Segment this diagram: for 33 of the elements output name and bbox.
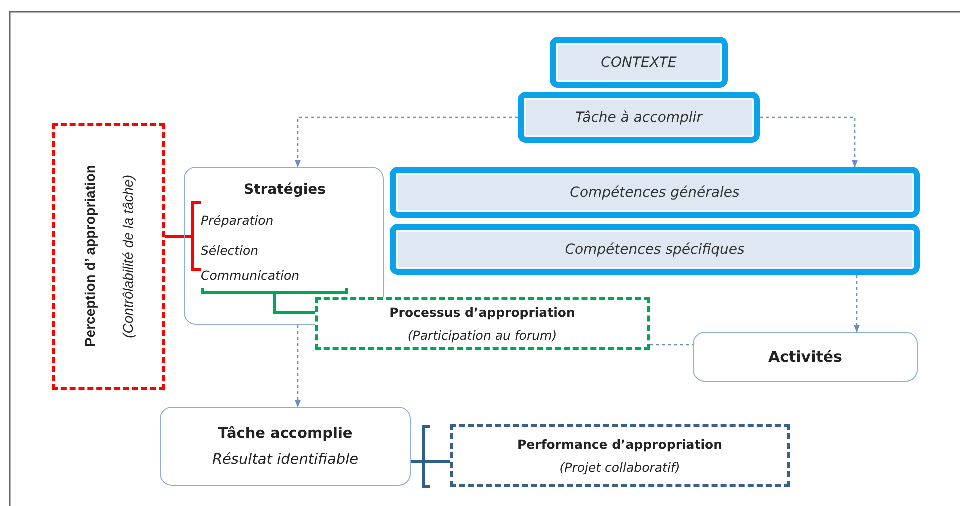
heading: Stratégies	[243, 182, 327, 198]
list-item: Communication	[201, 268, 300, 283]
note: (Participation au forum)	[408, 328, 558, 342]
box-label: CONTEXTE	[601, 54, 677, 70]
heading: Activités	[768, 348, 842, 366]
connector-line	[411, 460, 450, 464]
competence-bar	[390, 224, 920, 275]
dashed-frame	[450, 424, 790, 487]
heading: Tâche accomplie	[218, 426, 353, 442]
box-label: Tâche à accomplir	[576, 110, 702, 126]
heading: Performance d’appropriation	[518, 436, 722, 452]
competence-bar	[390, 167, 920, 218]
process-box	[160, 407, 411, 486]
dashed-frame	[315, 297, 650, 350]
context-box	[550, 37, 728, 88]
dotted-arrow	[854, 275, 860, 333]
dotted-arrow	[294, 116, 518, 168]
connector-line	[274, 293, 315, 314]
dotted-arrow	[760, 116, 858, 168]
note: (Projet collaboratif)	[560, 460, 680, 474]
connector-line	[165, 236, 184, 238]
dashed-frame	[52, 123, 165, 390]
process-box	[693, 332, 918, 382]
task-box	[518, 92, 760, 143]
note: Résultat identifiable	[212, 452, 359, 468]
heading: Perception d’ appropriation	[82, 165, 98, 348]
list-item: Sélection	[201, 243, 259, 258]
note: (Contrôlabilité de la tâche)	[120, 174, 136, 338]
box-label: Compétences spécifiques	[565, 242, 745, 258]
dotted-arrow	[294, 325, 302, 408]
box-label: Compétences générales	[570, 184, 740, 200]
heading: Processus d’appropriation	[390, 304, 576, 320]
list-item: Préparation	[201, 213, 274, 228]
